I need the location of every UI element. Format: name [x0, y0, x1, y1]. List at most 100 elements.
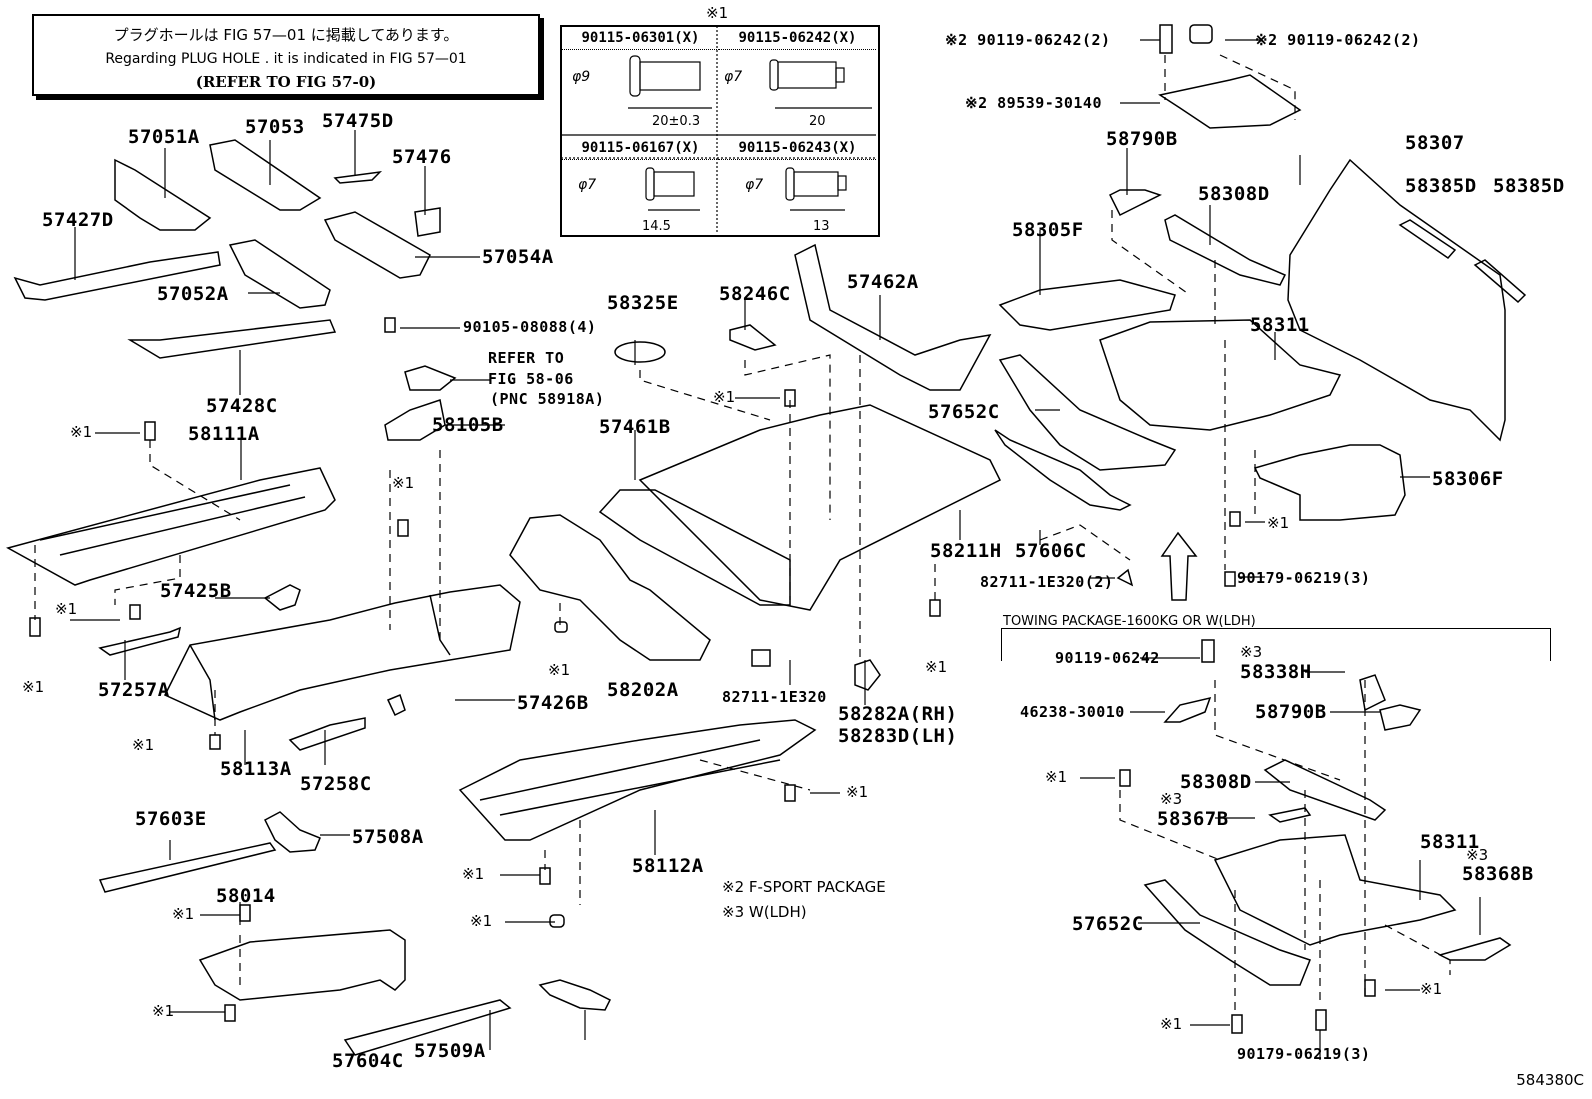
part-label[interactable]: 57052A [157, 283, 229, 305]
screw-diameter: φ9 [572, 69, 591, 85]
part-label[interactable]: 57462A [847, 271, 919, 293]
legend-note-2: ※2 F-SPORT PACKAGE [722, 878, 886, 896]
part-label[interactable]: 58325E [607, 292, 679, 314]
part-label[interactable]: 57652C [1072, 913, 1144, 935]
part-label[interactable]: ※2 90119-06242(2) [1255, 31, 1421, 49]
part-label[interactable]: 57475D [322, 110, 394, 132]
part-label[interactable]: 58385D [1405, 175, 1477, 197]
part-label[interactable]: 58311 [1250, 314, 1310, 336]
part-label[interactable]: ※2 90119-06242(2) [945, 31, 1111, 49]
part-label[interactable]: 58305F [1012, 219, 1084, 241]
notice-japanese: プラグホールは FIG 57—01 に掲載してあります。 [113, 26, 459, 44]
part-label[interactable]: 57427D [42, 209, 114, 231]
screw-diameter: φ7 [578, 177, 597, 193]
part-label[interactable]: 57051A [128, 126, 200, 148]
note-mark: ※1 [470, 912, 493, 930]
note-mark: ※1 [1160, 1015, 1183, 1033]
note-mark: ※1 [132, 736, 155, 754]
screw-part-number[interactable]: 90115-06242(X) [719, 27, 876, 50]
part-outlines [6, 24, 1527, 1056]
note-mark: ※1 [713, 388, 736, 406]
part-label[interactable]: 58105B [432, 414, 504, 436]
part-label[interactable]: 58790B [1255, 701, 1327, 723]
part-label[interactable]: 57258C [300, 773, 372, 795]
part-label[interactable]: 58246C [719, 283, 791, 305]
part-label[interactable]: ※2 89539-30140 [965, 94, 1102, 112]
part-label[interactable]: 82711-1E320 [722, 688, 827, 706]
part-label[interactable]: 58283D(LH) [838, 725, 958, 747]
note-mark: ※1 [172, 905, 195, 923]
part-label[interactable]: 57603E [135, 808, 207, 830]
part-label[interactable]: 58790B [1106, 128, 1178, 150]
screw-part-number[interactable]: 90115-06167(X) [562, 137, 719, 160]
part-label[interactable]: 58306F [1432, 468, 1504, 490]
part-label[interactable]: 57426B [517, 692, 589, 714]
part-label[interactable]: 46238-30010 [1020, 703, 1125, 721]
part-label[interactable]: 57652C [928, 401, 1000, 423]
part-label[interactable]: 57425B [160, 580, 232, 602]
part-label[interactable]: 58112A [632, 855, 704, 877]
screw-length: 20±0.3 [652, 114, 701, 129]
part-label[interactable]: 57604C [332, 1050, 404, 1072]
legend-note-3: ※3 W(LDH) [722, 903, 807, 921]
part-label[interactable]: 90179-06219(3) [1237, 1045, 1371, 1063]
note-mark: ※1 [22, 678, 45, 696]
refer-note[interactable]: FIG 58-06 [488, 370, 574, 388]
screw-cell: 90115-06242(X) φ7 20 [719, 27, 876, 129]
note-mark: ※1 [925, 658, 948, 676]
part-label[interactable]: 58308D [1198, 183, 1270, 205]
part-label[interactable]: 57461B [599, 416, 671, 438]
refer-note: (PNC 58918A) [490, 390, 605, 408]
part-label[interactable]: 58014 [216, 885, 276, 907]
note-mark: ※1 [55, 600, 78, 618]
part-label[interactable]: 58338H [1240, 661, 1312, 683]
part-label[interactable]: 57508A [352, 826, 424, 848]
part-label[interactable]: 90105-08088(4) [463, 318, 597, 336]
note-mark: ※1 [392, 474, 415, 492]
part-label[interactable]: 58385D [1493, 175, 1565, 197]
screw-table-mark: ※1 [706, 4, 729, 22]
plug-hole-notice: プラグホールは FIG 57—01 に掲載してあります。 Regarding P… [32, 14, 540, 96]
part-label[interactable]: 58308D [1180, 771, 1252, 793]
screw-length: 13 [813, 219, 830, 234]
part-label[interactable]: 58311 [1420, 831, 1480, 853]
part-label[interactable]: 57606C [1015, 540, 1087, 562]
part-label[interactable]: 57053 [245, 116, 305, 138]
screw-length: 20 [809, 114, 826, 129]
towing-package-title: TOWING PACKAGE-1600KG OR W(LDH) [1003, 614, 1256, 629]
note-mark: ※1 [152, 1002, 175, 1020]
part-label[interactable]: 58211H [930, 540, 1002, 562]
note-mark: ※3 [1466, 846, 1489, 864]
screw-part-number[interactable]: 90115-06243(X) [719, 137, 876, 160]
refer-note: REFER TO [488, 349, 565, 367]
part-label[interactable]: 82711-1E320(2) [980, 573, 1114, 591]
part-label[interactable]: 57054A [482, 246, 554, 268]
part-label[interactable]: 58202A [607, 679, 679, 701]
note-mark: ※3 [1240, 643, 1263, 661]
part-label[interactable]: 90119-06242 [1055, 649, 1160, 667]
part-label[interactable]: 57509A [414, 1040, 486, 1062]
notice-reference[interactable]: (REFER TO FIG 57-0) [195, 73, 377, 91]
note-mark: ※1 [1045, 768, 1068, 786]
part-label[interactable]: 58113A [220, 758, 292, 780]
dashed-assembly-lines [34, 54, 1451, 1010]
part-label[interactable]: 90179-06219(3) [1237, 569, 1371, 587]
screw-cell: 90115-06301(X) φ9 20±0.3 [562, 27, 719, 129]
part-label[interactable]: 57428C [206, 395, 278, 417]
part-label[interactable]: 58367B [1157, 808, 1229, 830]
part-label[interactable]: 57476 [392, 146, 452, 168]
note-mark: ※1 [1420, 980, 1443, 998]
note-mark: ※1 [462, 865, 485, 883]
figure-code: 584380C [1516, 1071, 1584, 1089]
note-mark: ※1 [846, 783, 869, 801]
screw-part-number[interactable]: 90115-06301(X) [562, 27, 719, 50]
part-label[interactable]: 58368B [1462, 863, 1534, 885]
note-mark: ※1 [70, 423, 93, 441]
part-label[interactable]: 58111A [188, 423, 260, 445]
part-label[interactable]: 57257A [98, 679, 170, 701]
part-label[interactable]: 58282A(RH) [838, 703, 958, 725]
part-label[interactable]: 58307 [1405, 132, 1465, 154]
screw-cell: 90115-06243(X) φ7 13 [719, 137, 876, 234]
